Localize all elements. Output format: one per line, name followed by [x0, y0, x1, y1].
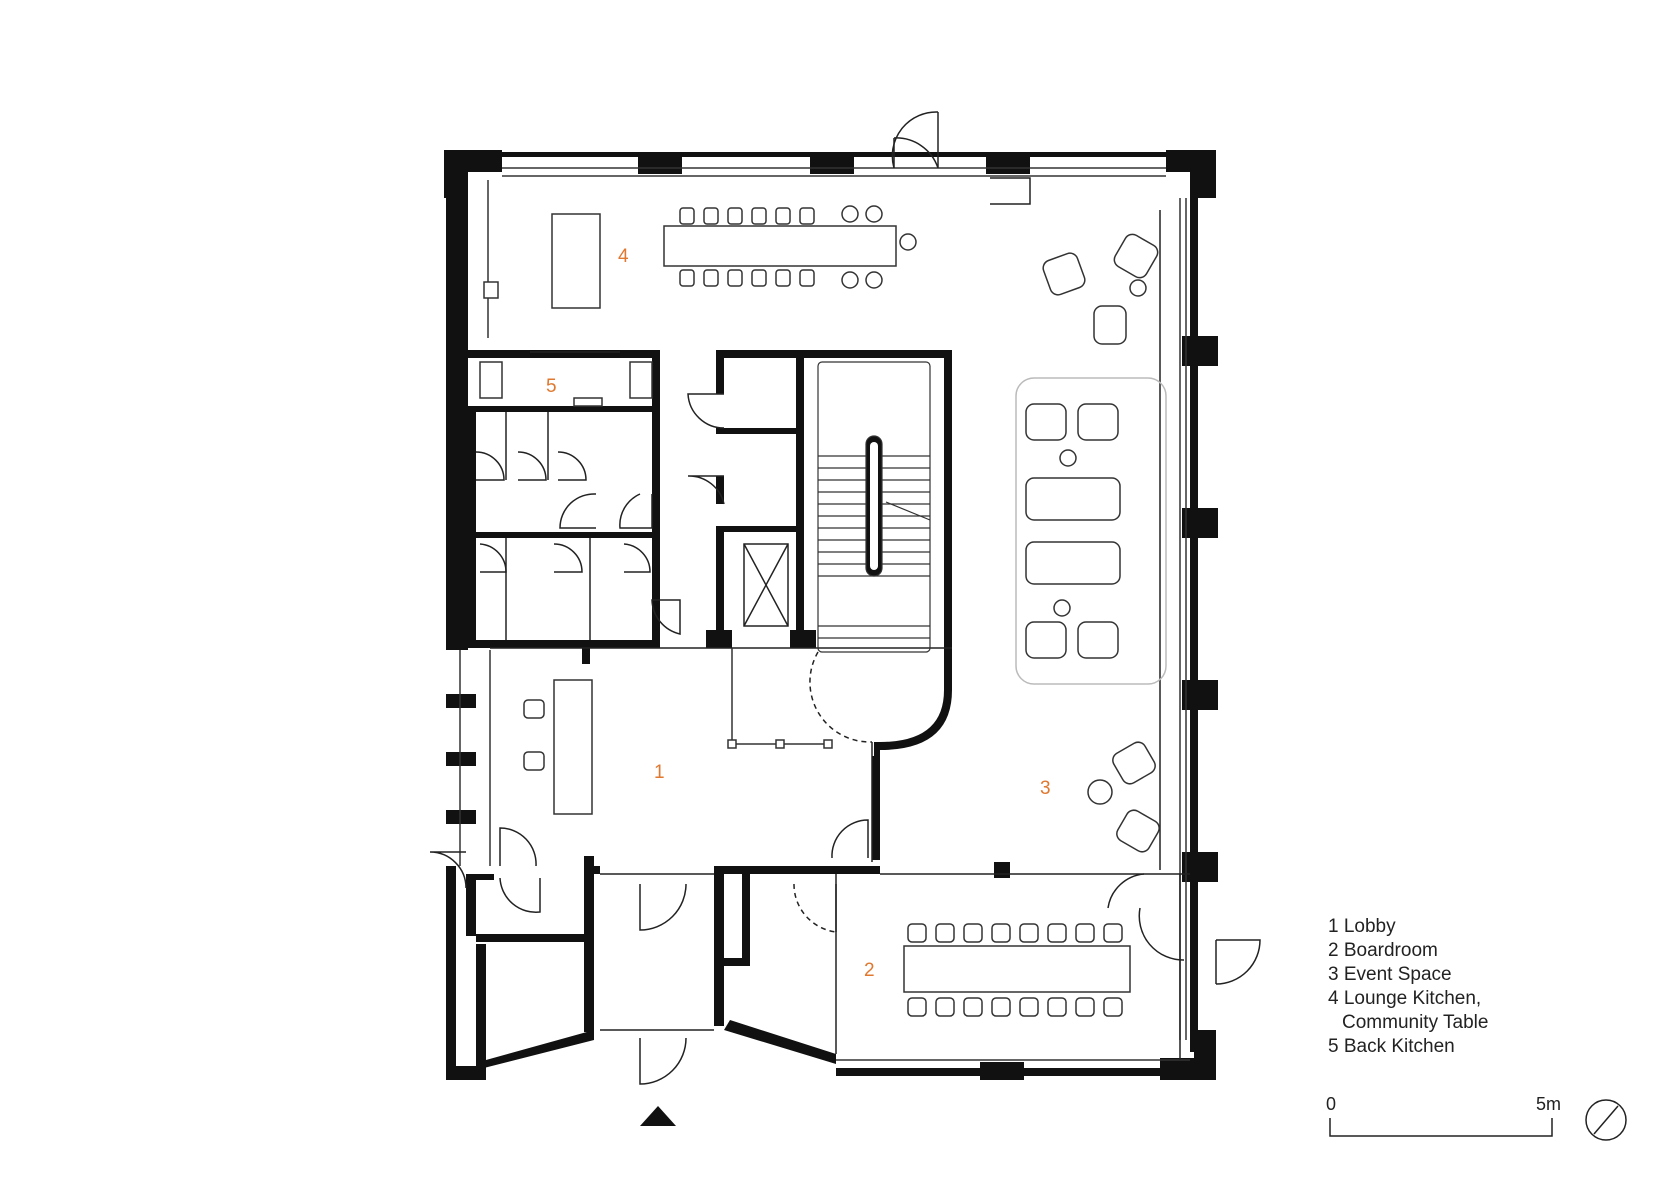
- room-number-2: 2: [864, 960, 875, 981]
- staircase: [817, 361, 931, 653]
- legend-item-lounge-kitchen-line2: Community Table: [1342, 1012, 1488, 1033]
- furniture: [479, 205, 1167, 1017]
- legend-item-back-kitchen: 5 Back Kitchen: [1328, 1036, 1455, 1057]
- lounge-zone: [1015, 377, 1167, 685]
- legend-item-lobby: 1 Lobby: [1328, 916, 1396, 937]
- boardroom-table: [903, 945, 1131, 993]
- core-walls: [466, 350, 1010, 1032]
- legend-item-boardroom: 2 Boardroom: [1328, 940, 1438, 961]
- legend: 1 Lobby 2 Boardroom 3 Event Space 4 Loun…: [1328, 916, 1488, 1057]
- room-number-5: 5: [546, 376, 557, 397]
- door-swings: [429, 111, 1261, 1085]
- lobby-partition: [727, 648, 833, 749]
- entrance-triangle-icon: [640, 1106, 676, 1126]
- community-table: [663, 225, 897, 267]
- outer-walls: [444, 150, 1218, 1080]
- north-arrow-icon: [1585, 1099, 1627, 1141]
- room-numbers: 4 5 1 3 2: [546, 246, 1051, 981]
- scale-start-label: 0: [1326, 1094, 1336, 1114]
- legend-item-event-space: 3 Event Space: [1328, 964, 1452, 985]
- room-number-1: 1: [654, 762, 665, 783]
- room-number-4: 4: [618, 246, 629, 267]
- interior-lines: [490, 210, 1190, 1060]
- scale-end-label: 5m: [1536, 1094, 1561, 1114]
- scale-bar: 0 5m: [1326, 1094, 1561, 1137]
- legend-item-lounge-kitchen: 4 Lounge Kitchen,: [1328, 988, 1481, 1009]
- room-number-3: 3: [1040, 778, 1051, 799]
